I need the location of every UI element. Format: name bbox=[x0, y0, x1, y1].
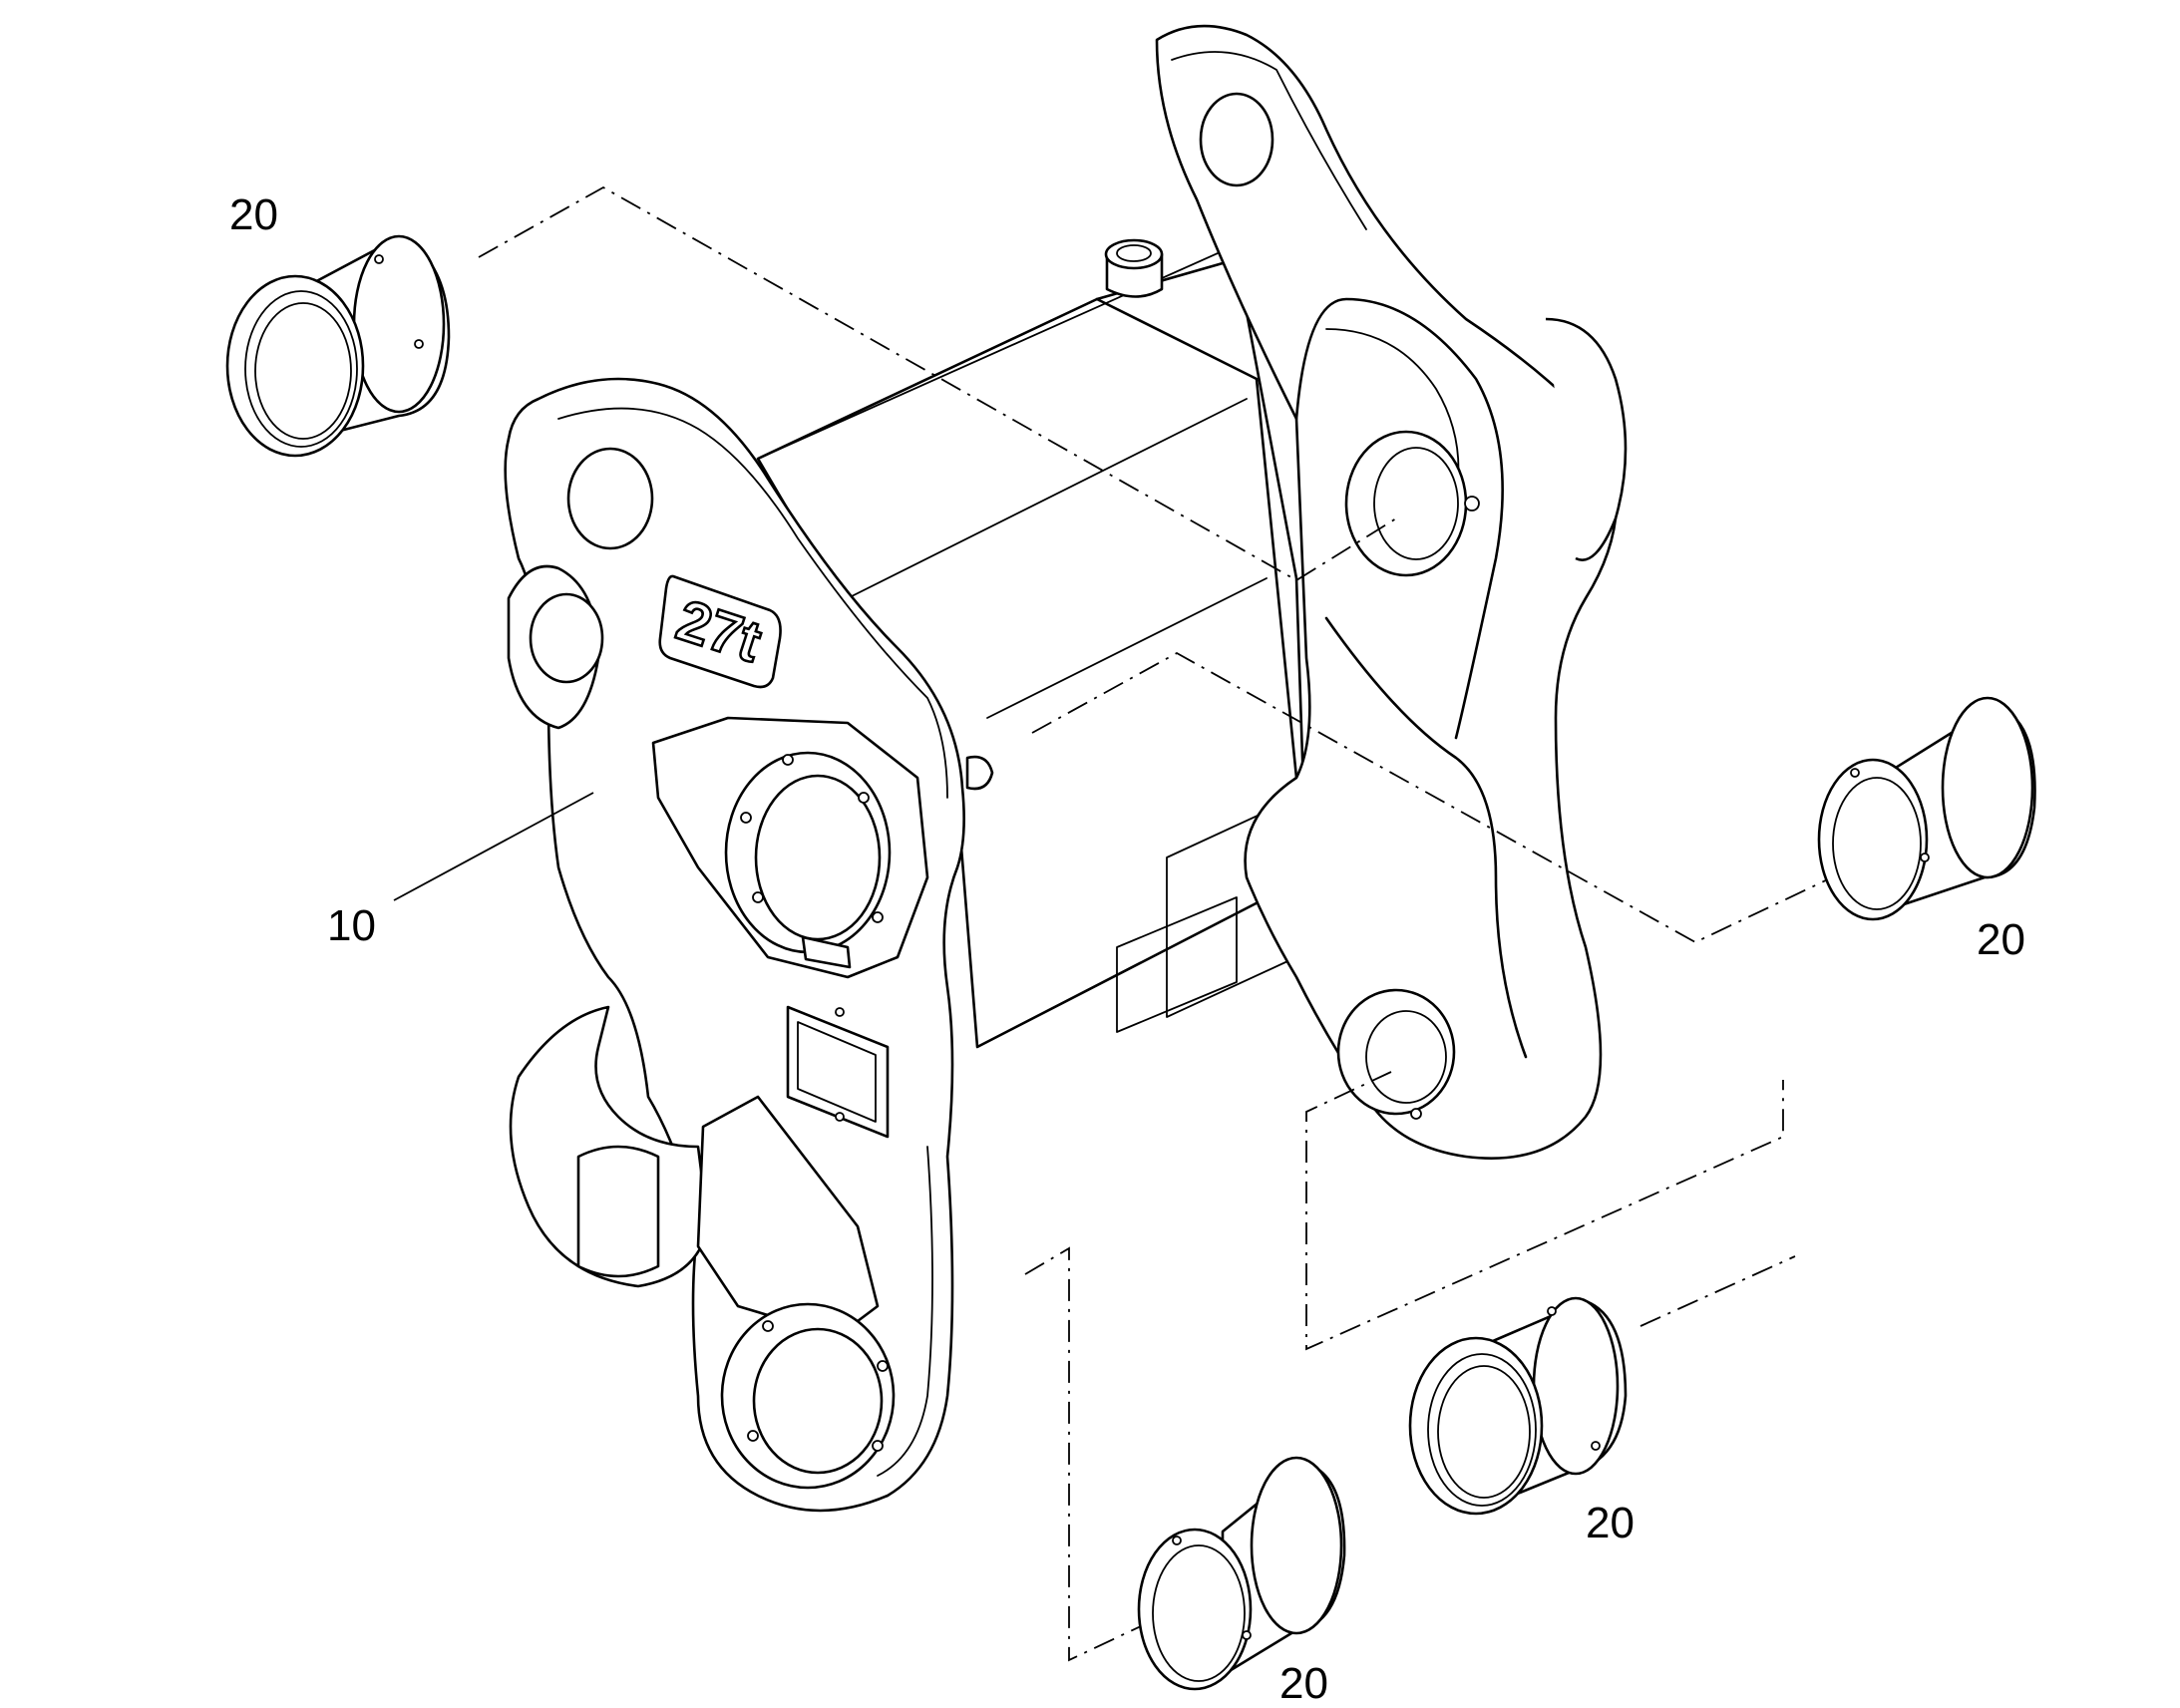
callout-bushing-right-20: 20 bbox=[1977, 915, 2025, 964]
callout-frame-10: 10 bbox=[327, 901, 376, 950]
callout-bushing-upper-left-20: 20 bbox=[229, 190, 278, 239]
callout-numbers: 10 20 20 20 20 bbox=[229, 190, 2025, 1708]
callout-bushing-bottom-20: 20 bbox=[1279, 1659, 1328, 1708]
bushing-bottom bbox=[1137, 1456, 1346, 1691]
bushing-upper-left bbox=[225, 234, 451, 458]
coupler-right-side-plate bbox=[1155, 24, 1628, 1160]
callout-leaders bbox=[393, 792, 594, 901]
callout-bushing-lower-middle-20: 20 bbox=[1586, 1499, 1635, 1547]
bushing-right bbox=[1817, 696, 2036, 921]
bushing-lower-middle bbox=[1408, 1296, 1628, 1516]
coupler-front-side-plate: 27t bbox=[504, 377, 994, 1513]
